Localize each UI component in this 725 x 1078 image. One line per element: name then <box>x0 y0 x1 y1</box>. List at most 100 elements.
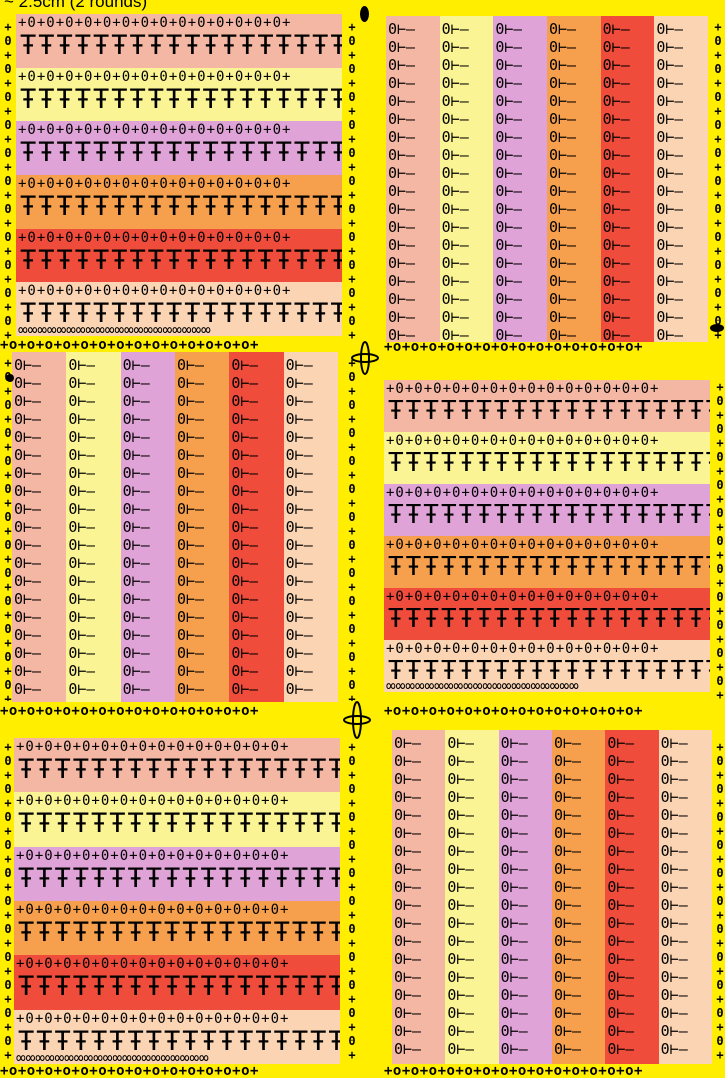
vertical-stitch: 0⊢— <box>177 520 204 535</box>
vertical-stitch: 0⊢— <box>495 148 522 163</box>
vertical-stitch: 0⊢— <box>607 790 634 805</box>
vertical-stitch: 0⊢— <box>68 556 95 571</box>
vertical-stitch: 0⊢— <box>442 202 469 217</box>
stripe-yellow: +0+0+0+0+0+0+0+0+0+0+0+0+0+0+ŦŦŦŦŦŦŦŦŦŦŦ… <box>14 792 340 847</box>
vertical-stitch: 0⊢— <box>495 274 522 289</box>
treble-stitch-row: ŦŦŦŦŦŦŦŦŦŦŦŦŦŦŦŦŦŦŦŦŦŦŦ <box>18 756 340 783</box>
treble-stitch-row: ŦŦŦŦŦŦŦŦŦŦŦŦŦŦŦŦŦŦŦŦŦŦŦ <box>20 86 342 113</box>
vertical-stitch: 0⊢— <box>661 898 688 913</box>
vertical-stitch: 0⊢— <box>286 520 313 535</box>
stripe-yellow: 0⊢—0⊢—0⊢—0⊢—0⊢—0⊢—0⊢—0⊢—0⊢—0⊢—0⊢—0⊢—0⊢—0… <box>445 730 499 1064</box>
joining-seam-row: +o+o+o+o+o+o+o+o+o+o+o+o+o+o+ <box>384 704 725 718</box>
vertical-stitch: 0⊢— <box>123 502 150 517</box>
vertical-stitch: 0⊢— <box>554 880 581 895</box>
vertical-stitch: 0⊢— <box>549 274 576 289</box>
stripe-red: 0⊢—0⊢—0⊢—0⊢—0⊢—0⊢—0⊢—0⊢—0⊢—0⊢—0⊢—0⊢—0⊢—0… <box>601 16 656 342</box>
vertical-stitch: 0⊢— <box>549 94 576 109</box>
vertical-stitch: 0⊢— <box>286 646 313 661</box>
vertical-stitch: 0⊢— <box>394 862 421 877</box>
vertical-stitch: 0⊢— <box>68 682 95 697</box>
stripe-orange: +0+0+0+0+0+0+0+0+0+0+0+0+0+0+ŦŦŦŦŦŦŦŦŦŦŦ… <box>16 175 342 230</box>
treble-stitch-row: ŦŦŦŦŦŦŦŦŦŦŦŦŦŦŦŦŦŦŦŦŦŦŦ <box>18 973 340 1000</box>
chain-stitch-row: +0+0+0+0+0+0+0+0+0+0+0+0+0+0+ <box>16 794 289 808</box>
vertical-stitch: 0⊢— <box>607 880 634 895</box>
stripe-red: 0⊢—0⊢—0⊢—0⊢—0⊢—0⊢—0⊢—0⊢—0⊢—0⊢—0⊢—0⊢—0⊢—0… <box>605 730 659 1064</box>
vertical-stitch: 0⊢— <box>394 988 421 1003</box>
chain-stitch-row: +0+0+0+0+0+0+0+0+0+0+0+0+0+0+ <box>18 231 291 245</box>
vertical-stitch: 0⊢— <box>394 808 421 823</box>
vertical-stitch: 0⊢— <box>549 292 576 307</box>
vertical-stitch: 0⊢— <box>607 1042 634 1057</box>
vertical-stitch: 0⊢— <box>442 220 469 235</box>
vertical-stitch: 0⊢— <box>231 538 258 553</box>
vertical-stitch: 0⊢— <box>661 970 688 985</box>
vertical-stitch: 0⊢— <box>603 76 630 91</box>
vertical-stitch: 0⊢— <box>447 880 474 895</box>
vertical-stitch: 0⊢— <box>607 952 634 967</box>
vertical-stitch: 0⊢— <box>661 790 688 805</box>
vertical-stitch: 0⊢— <box>286 628 313 643</box>
vertical-stitch: 0⊢— <box>495 58 522 73</box>
vertical-stitch: 0⊢— <box>286 592 313 607</box>
vertical-stitch: 0⊢— <box>442 292 469 307</box>
vertical-stitch: 0⊢— <box>554 898 581 913</box>
vertical-stitch: 0⊢— <box>661 952 688 967</box>
vertical-stitch: 0⊢— <box>495 202 522 217</box>
vertical-stitch: 0⊢— <box>656 40 683 55</box>
vertical-stitch: 0⊢— <box>123 466 150 481</box>
vertical-stitch: 0⊢— <box>231 574 258 589</box>
vertical-stitch: 0⊢— <box>501 1006 528 1021</box>
chain-stitch-row: +0+0+0+0+0+0+0+0+0+0+0+0+0+0+ <box>18 16 291 30</box>
joining-seam-column: +0+0+0+0+0+0+0+0+0+0+0+0+0+0+0+0+0+0+0+0… <box>344 20 358 340</box>
joining-seam-row: +o+o+o+o+o+o+o+o+o+o+o+o+o+o+ <box>0 704 345 718</box>
foundation-chain-row: ∞∞∞∞∞∞∞∞∞∞∞∞∞∞∞∞∞∞∞∞ <box>16 1050 209 1064</box>
vertical-stitch: 0⊢— <box>286 682 313 697</box>
vertical-stitch: 0⊢— <box>286 556 313 571</box>
vertical-stitch: 0⊢— <box>661 862 688 877</box>
vertical-stitch: 0⊢— <box>603 220 630 235</box>
stripe-red: 0⊢—0⊢—0⊢—0⊢—0⊢—0⊢—0⊢—0⊢—0⊢—0⊢—0⊢—0⊢—0⊢—0… <box>229 352 284 702</box>
vertical-stitch: 0⊢— <box>554 1042 581 1057</box>
vertical-stitch: 0⊢— <box>501 898 528 913</box>
vertical-stitch: 0⊢— <box>68 610 95 625</box>
vertical-stitch: 0⊢— <box>495 40 522 55</box>
vertical-stitch: 0⊢— <box>607 916 634 931</box>
vertical-stitch: 0⊢— <box>656 22 683 37</box>
vertical-stitch: 0⊢— <box>501 1042 528 1057</box>
vertical-stitch: 0⊢— <box>661 988 688 1003</box>
chain-stitch-row: +0+0+0+0+0+0+0+0+0+0+0+0+0+0+ <box>386 538 659 552</box>
vertical-stitch: 0⊢— <box>14 664 41 679</box>
vertical-stitch: 0⊢— <box>68 664 95 679</box>
vertical-stitch: 0⊢— <box>607 826 634 841</box>
vertical-stitch: 0⊢— <box>14 574 41 589</box>
vertical-stitch: 0⊢— <box>554 736 581 751</box>
stripe-yellow: 0⊢—0⊢—0⊢—0⊢—0⊢—0⊢—0⊢—0⊢—0⊢—0⊢—0⊢—0⊢—0⊢—0… <box>440 16 495 342</box>
treble-stitch-row: ŦŦŦŦŦŦŦŦŦŦŦŦŦŦŦŦŦŦŦŦŦŦŦ <box>18 919 340 946</box>
vertical-stitch: 0⊢— <box>231 430 258 445</box>
chain-stitch-row: +0+0+0+0+0+0+0+0+0+0+0+0+0+0+ <box>16 849 289 863</box>
vertical-stitch: 0⊢— <box>501 844 528 859</box>
vertical-stitch: 0⊢— <box>549 76 576 91</box>
vertical-stitch: 0⊢— <box>388 238 415 253</box>
vertical-stitch: 0⊢— <box>68 502 95 517</box>
vertical-stitch: 0⊢— <box>442 238 469 253</box>
vertical-stitch: 0⊢— <box>661 1042 688 1057</box>
vertical-stitch: 0⊢— <box>123 592 150 607</box>
vertical-stitch: 0⊢— <box>501 1024 528 1039</box>
vertical-stitch: 0⊢— <box>442 94 469 109</box>
vertical-stitch: 0⊢— <box>549 130 576 145</box>
vertical-stitch: 0⊢— <box>447 934 474 949</box>
joining-seam-row: +o+o+o+o+o+o+o+o+o+o+o+o+o+o+ <box>0 338 345 352</box>
stripe-yellow: 0⊢—0⊢—0⊢—0⊢—0⊢—0⊢—0⊢—0⊢—0⊢—0⊢—0⊢—0⊢—0⊢—0… <box>66 352 121 702</box>
stripe-yellow: +0+0+0+0+0+0+0+0+0+0+0+0+0+0+ŦŦŦŦŦŦŦŦŦŦŦ… <box>16 68 342 123</box>
vertical-stitch: 0⊢— <box>607 970 634 985</box>
vertical-stitch: 0⊢— <box>603 22 630 37</box>
chain-stitch-row: +0+0+0+0+0+0+0+0+0+0+0+0+0+0+ <box>18 284 291 298</box>
vertical-stitch: 0⊢— <box>603 274 630 289</box>
vertical-stitch: 0⊢— <box>603 148 630 163</box>
square-3: 0⊢— 0⊢— 0⊢— 0⊢— 0⊢— 0⊢— 0⊢— 0⊢— 0⊢— 0⊢— 0⊢— 0⊢— 0⊢— 0… <box>12 352 338 702</box>
vertical-stitch: 0⊢— <box>123 628 150 643</box>
vertical-stitch: 0⊢— <box>394 934 421 949</box>
vertical-stitch: 0⊢— <box>177 358 204 373</box>
vertical-stitch: 0⊢— <box>14 592 41 607</box>
